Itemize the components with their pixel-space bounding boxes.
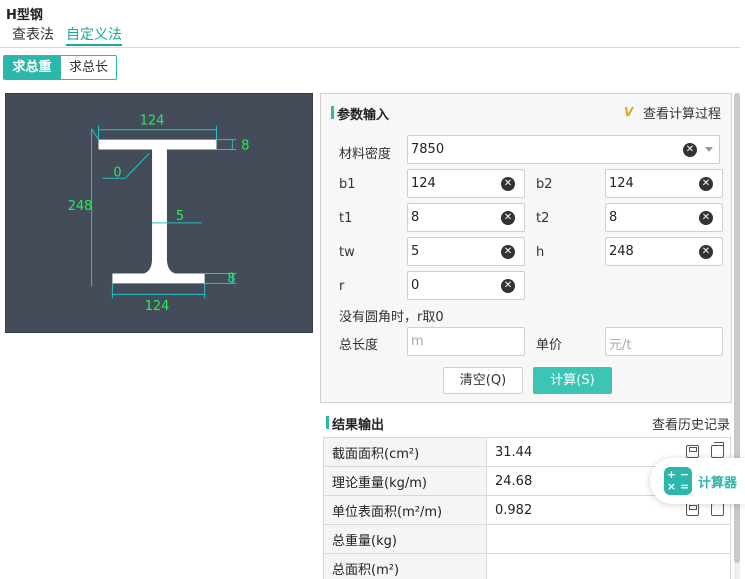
copy-icon[interactable] <box>711 442 724 458</box>
r-label: r <box>339 279 345 294</box>
b1-input[interactable]: 124 ✕ <box>407 169 525 198</box>
density-value: 7850 <box>411 142 445 157</box>
mode-total-length-button[interactable]: 求总长 <box>60 56 116 79</box>
scroll-thumb[interactable] <box>734 93 740 563</box>
chevron-down-icon[interactable] <box>705 147 713 152</box>
h-input[interactable]: 248 ✕ <box>605 237 723 266</box>
h-clear-icon[interactable]: ✕ <box>699 245 713 259</box>
clear-button[interactable]: 清空(Q) <box>443 367 523 394</box>
b2-value: 124 <box>609 176 634 191</box>
table-row: 总重量(kg) <box>323 524 731 554</box>
h-beam-shape <box>98 139 217 284</box>
result-name: 单位表面积(m²/m) <box>323 495 487 525</box>
unit-price-input[interactable]: 元/t <box>605 327 723 356</box>
unit-price-placeholder: 元/t <box>609 338 632 353</box>
result-value: 0.982 <box>495 502 533 518</box>
copy-icon[interactable] <box>711 500 724 516</box>
r-input[interactable]: 0 ✕ <box>407 271 525 300</box>
density-clear-icon[interactable]: ✕ <box>683 143 697 157</box>
tw-value: 5 <box>411 244 420 259</box>
parameter-input-panel: 参数输入 V 查看计算过程 材料密度 7850 ✕ b1 124 ✕ b2 12… <box>320 93 732 403</box>
density-label: 材料密度 <box>339 147 392 162</box>
t2-value: 8 <box>609 210 618 225</box>
save-icon[interactable] <box>686 503 699 516</box>
dim-top-flange: 8 <box>241 139 249 154</box>
r-value: 0 <box>411 278 420 293</box>
dim-bottom-flange: 8 <box>227 271 235 286</box>
h-beam-diagram: 124 8 0 248 5 8 124 <box>5 93 313 333</box>
tab-custom-method[interactable]: 自定义法 <box>66 24 122 46</box>
t1-clear-icon[interactable]: ✕ <box>501 211 515 225</box>
t1-value: 8 <box>411 210 420 225</box>
calculator-icon: + −× = <box>664 467 692 495</box>
t1-input[interactable]: 8 ✕ <box>407 203 525 232</box>
t1-label: t1 <box>339 211 353 226</box>
result-section-title: 结果输出 <box>326 414 384 433</box>
result-value: 31.44 <box>495 444 533 460</box>
r-clear-icon[interactable]: ✕ <box>501 279 515 293</box>
h-label: h <box>536 245 545 260</box>
result-value: 24.68 <box>495 473 533 489</box>
result-name: 总面积(m²) <box>323 553 487 579</box>
density-select[interactable]: 7850 ✕ <box>407 135 720 164</box>
calculator-label: 计算器 <box>698 475 738 491</box>
tab-lookup-method[interactable]: 查表法 <box>12 27 54 43</box>
vip-icon: V <box>623 105 634 119</box>
b2-input[interactable]: 124 ✕ <box>605 169 723 198</box>
row-actions <box>686 500 724 516</box>
mode-total-weight-button[interactable]: 求总重 <box>4 56 60 79</box>
b1-label: b1 <box>339 177 356 192</box>
h-beam-svg: 124 8 0 248 5 8 124 <box>68 114 250 314</box>
total-length-input[interactable]: m <box>407 327 525 356</box>
t2-label: t2 <box>536 211 550 226</box>
view-history-link[interactable]: 查看历史记录 <box>652 418 731 433</box>
total-length-label: 总长度 <box>339 338 379 353</box>
unit-price-label: 单价 <box>536 338 563 353</box>
fillet-hint: 没有圆角时，r取0 <box>339 310 444 325</box>
dim-height: 248 <box>68 199 93 214</box>
b2-label: b2 <box>536 177 553 192</box>
method-tabs: 查表法 自定义法 <box>0 22 740 48</box>
total-length-placeholder: m <box>411 334 424 349</box>
dim-top-width: 124 <box>140 114 165 129</box>
view-process-label: 查看计算过程 <box>642 107 721 122</box>
view-calculation-process-link[interactable]: V 查看计算过程 <box>623 103 721 123</box>
h-value: 248 <box>609 244 634 259</box>
dim-fillet-radius: 0 <box>113 165 121 180</box>
table-row: 单位表面积(m²/m) 0.982 <box>323 495 731 525</box>
tw-label: tw <box>339 245 355 260</box>
t2-input[interactable]: 8 ✕ <box>605 203 723 232</box>
table-row: 总面积(m²) <box>323 553 731 579</box>
param-section-title: 参数输入 <box>331 104 389 123</box>
tw-clear-icon[interactable]: ✕ <box>501 245 515 259</box>
calculator-float-button[interactable]: + −× = 计算器 <box>650 458 745 504</box>
result-name: 截面面积(cm²) <box>323 437 487 467</box>
mode-switch: 求总重 求总长 <box>3 55 117 80</box>
scrollbar[interactable] <box>734 93 740 579</box>
calculate-button[interactable]: 计算(S) <box>533 367 612 394</box>
result-name: 总重量(kg) <box>323 524 487 554</box>
page-title: H型钢 <box>6 8 43 23</box>
result-value <box>486 524 731 554</box>
t2-clear-icon[interactable]: ✕ <box>699 211 713 225</box>
b1-clear-icon[interactable]: ✕ <box>501 177 515 191</box>
save-icon[interactable] <box>686 445 699 458</box>
result-table: 截面面积(cm²) 31.44 理论重量(kg/m) 24.68 单位表面积(m… <box>323 437 731 579</box>
row-actions <box>686 442 724 458</box>
dimension-lines <box>91 125 237 299</box>
result-value <box>486 553 731 579</box>
result-name: 理论重量(kg/m) <box>323 466 487 496</box>
tw-input[interactable]: 5 ✕ <box>407 237 525 266</box>
dim-web-thickness: 5 <box>176 209 184 224</box>
b1-value: 124 <box>411 176 436 191</box>
dim-bottom-width: 124 <box>145 299 170 314</box>
b2-clear-icon[interactable]: ✕ <box>699 177 713 191</box>
